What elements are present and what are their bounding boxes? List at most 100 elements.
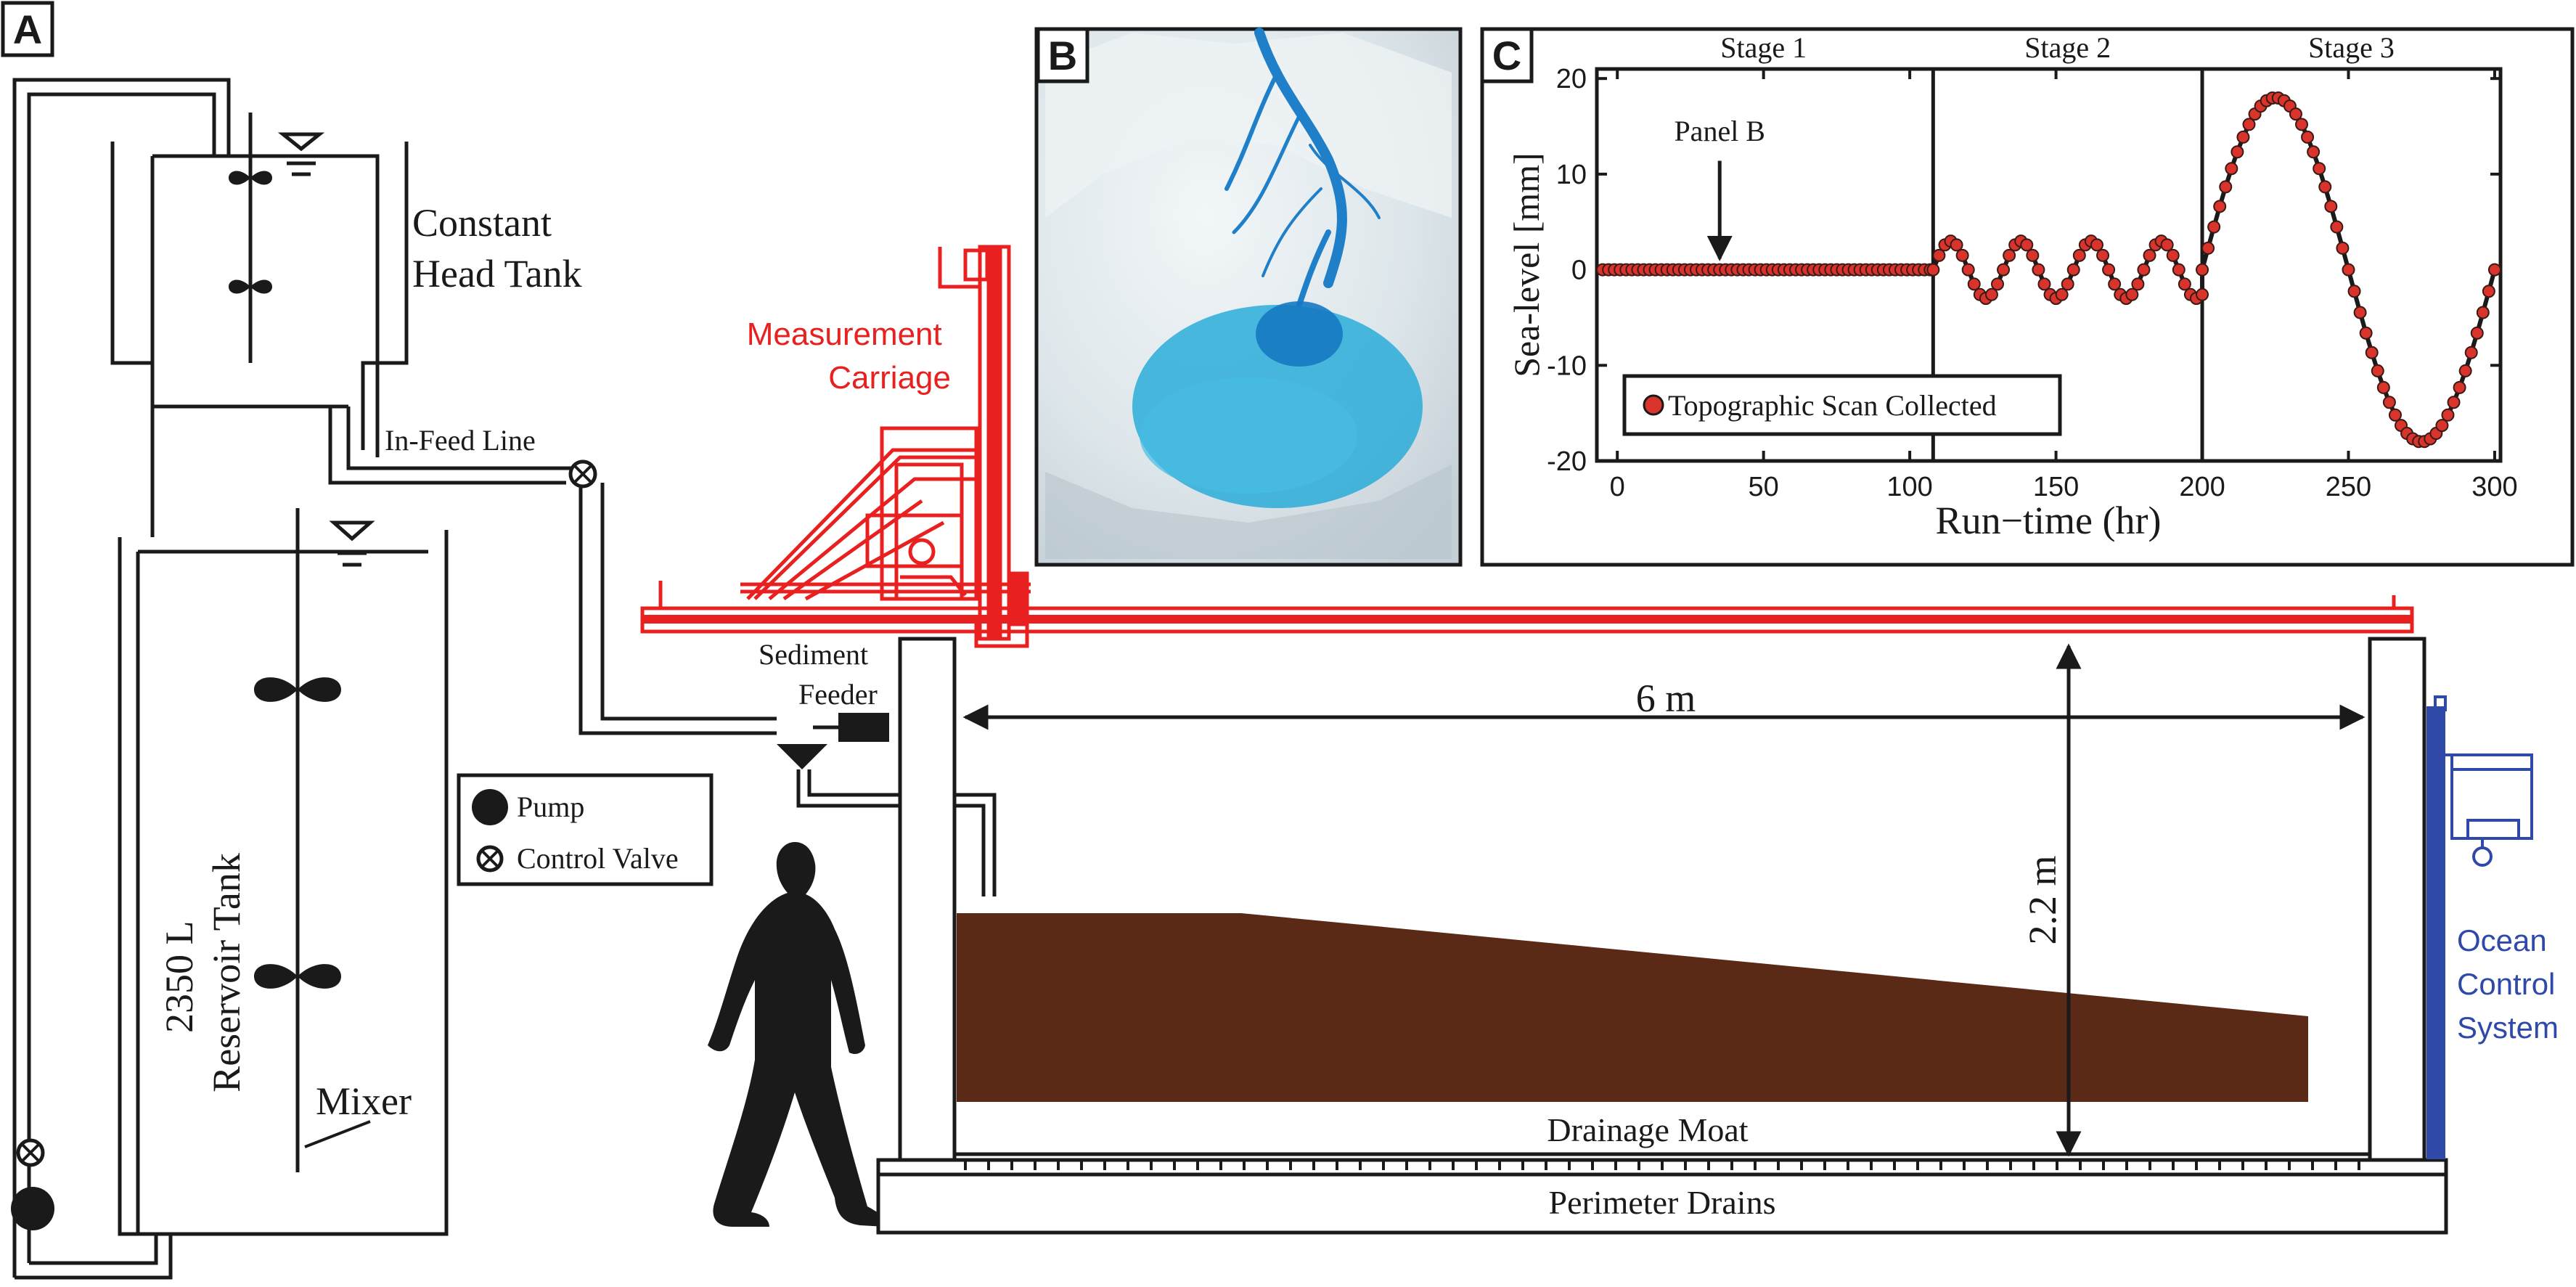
scan-point [2231,145,2244,159]
scan-point [2131,277,2145,291]
scan-point [1997,263,2011,277]
channel-network [1224,28,1381,308]
y-tick-label: -10 [1547,351,1587,381]
mixer-blade-icon [254,964,341,989]
scan-point [2242,118,2256,131]
scan-point [2072,248,2086,262]
symbol-legend: Pump Control Valve [457,773,713,886]
scan-point [1950,238,1963,252]
scan-point [2196,263,2209,277]
drainage-moat-label: Drainage Moat [1547,1111,1748,1148]
annotation-label: Panel B [1674,115,1765,147]
person-silhouette-icon [708,842,886,1227]
panel-c-box [1480,27,1534,83]
panel-b-photo: B [1034,27,1463,567]
scan-point [2487,263,2501,277]
reservoir-tank-label: 2350 L Reservoir Tank [158,853,248,1092]
scan-point [2166,248,2180,262]
x-tick-label: 50 [1749,472,1779,502]
sediment-deposit [957,913,2308,1102]
height-dimension: 2.2 m [2021,643,2082,1157]
mixer-blade-icon [229,279,272,294]
ocean-control-system [2426,695,2533,1159]
scan-point [2219,180,2233,194]
control-valve-icon [16,1138,45,1167]
reservoir-tank [118,530,449,1236]
scan-point [2201,241,2215,255]
x-tick-label: 0 [1610,472,1625,502]
scan-point [2330,220,2344,234]
scan-point [2301,130,2315,144]
scan-point [2236,130,2250,144]
panel-c-label: C [1492,33,1521,78]
scan-point [2003,248,2016,262]
mixer-blade-icon [229,171,272,185]
x-tick-label: 300 [2471,472,2517,502]
delta-apex [1256,301,1343,367]
scan-point [2295,118,2309,131]
sea-level-series [1596,91,2501,449]
ocean-control-system-label: Ocean Control System [2457,923,2564,1045]
panel-b-annotation: Panel B [1674,115,1765,261]
scan-point [2143,248,2156,262]
scan-point [2458,364,2472,377]
scan-point [2225,162,2238,176]
reservoir-mixer [254,508,371,1172]
legend-pump-label: Pump [517,790,584,823]
scan-point [2342,263,2355,277]
scan-point [1932,248,1946,262]
photo-highlight [1045,33,1452,218]
scan-point [2441,408,2455,422]
control-valve-icon [568,459,597,489]
scan-point [2160,238,2174,252]
scan-point [1990,277,2004,291]
panel-a-label: A [13,7,42,52]
mixer-blade-icon [254,677,341,702]
x-axis-label: Run−time (hr) [1936,499,2162,542]
y-tick-label: -20 [1547,446,1587,477]
scan-point [2453,380,2466,394]
scan-point [2382,396,2396,409]
constant-head-tank-label: Constant Head Tank [412,201,582,295]
chart-legend: Topographic Scan Collected [1622,374,2062,436]
scan-point [2388,408,2402,422]
y-axis-label: Sea-level [mm] [1506,152,1547,377]
legend-control-valve-label: Control Valve [517,842,679,875]
x-tick-label: 100 [1886,472,1932,502]
water-level-symbol-top [277,132,325,176]
in-feed-line-label: In-Feed Line [385,424,536,457]
panel-a-box [1,1,54,57]
legend-label: Topographic Scan Collected [1668,389,1997,422]
perimeter-drain-ticks [964,1160,2360,1170]
length-dimension: 6 m [962,677,2366,730]
scan-point [2137,263,2151,277]
perimeter-drains-label: Perimeter Drains [1549,1184,1776,1221]
measurement-carriage [640,245,2414,648]
scan-point [2318,180,2332,194]
scan-point [2061,277,2074,291]
scan-point [2365,346,2379,359]
scan-point [2482,285,2495,298]
scan-point [2196,287,2209,301]
scan-point [2324,200,2338,213]
scan-point [2102,263,2116,277]
scan-point [2020,238,2034,252]
scan-point [2447,396,2461,409]
scan-marker-icon [1643,394,1664,416]
scan-point [1961,263,1975,277]
scan-point [2435,419,2449,433]
plot-area [1595,67,2503,463]
stage-label: Stage 2 [2024,31,2111,64]
panel-b-box [1036,27,1089,83]
scan-point [2359,326,2373,340]
delta-plume-fringe [1140,377,1357,494]
scan-point [1926,263,1940,277]
panel-b-label: B [1048,33,1077,78]
scan-point [2313,162,2326,176]
scan-point [2470,326,2484,340]
